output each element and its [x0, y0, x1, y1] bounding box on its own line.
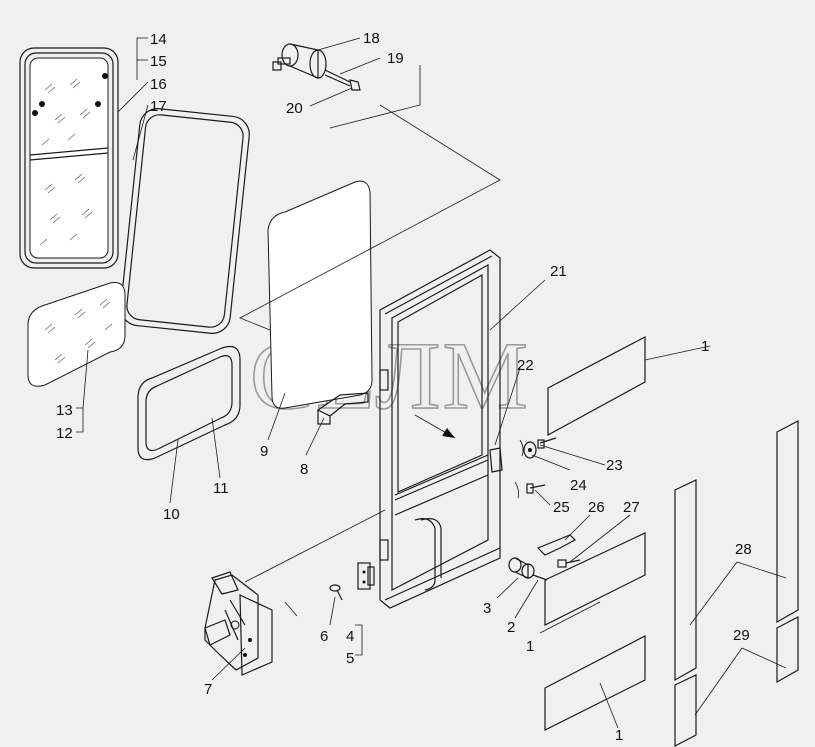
callout-4: 4 — [346, 628, 354, 645]
callout-26: 26 — [588, 499, 605, 516]
panel-28-left — [674, 479, 697, 682]
part-handle-8 — [316, 392, 369, 425]
panel-1-bottom — [544, 635, 646, 731]
bracket-lock — [329, 65, 421, 129]
part-door-frame — [379, 249, 503, 609]
callout-1-top: 1 — [701, 338, 709, 355]
part-small-seal — [137, 345, 241, 461]
part-window-frame — [19, 47, 119, 269]
callout-8: 8 — [300, 461, 308, 478]
callout-17: 17 — [150, 98, 167, 115]
callout-15: 15 — [150, 53, 167, 70]
part-lock-cylinder — [272, 43, 361, 91]
callout-18: 18 — [363, 30, 380, 47]
callout-27: 27 — [623, 499, 640, 516]
panel-1-top — [547, 336, 646, 437]
callout-labels: 14 15 16 17 18 19 20 21 22 23 24 25 26 2… — [56, 30, 752, 744]
callout-23: 23 — [606, 457, 623, 474]
guide-line-lock — [244, 509, 386, 583]
guide-line-glass — [239, 104, 501, 331]
panel-1-mid — [544, 532, 646, 626]
part-seal-17 — [120, 108, 250, 334]
panel-29-left — [674, 674, 697, 747]
callout-13: 13 — [56, 402, 73, 419]
part-hinge — [329, 562, 375, 601]
callout-1-bottom: 1 — [615, 727, 623, 744]
panel-29-right — [776, 616, 799, 684]
callout-22: 22 — [517, 357, 534, 374]
callout-12: 12 — [56, 425, 73, 442]
part-small-glass — [27, 282, 126, 387]
leader-lines — [76, 37, 787, 729]
callout-7: 7 — [204, 681, 212, 698]
callout-6: 6 — [320, 628, 328, 645]
callout-20: 20 — [286, 100, 303, 117]
callout-24: 24 — [570, 477, 587, 494]
callout-2: 2 — [507, 619, 515, 636]
callout-28: 28 — [735, 541, 752, 558]
callout-29: 29 — [733, 627, 750, 644]
part-lock-mechanism-7 — [204, 571, 273, 676]
guide-line-lock-b — [284, 601, 298, 617]
callout-25: 25 — [553, 499, 570, 516]
callout-9: 9 — [260, 443, 268, 460]
callout-3: 3 — [483, 600, 491, 617]
arrow-head — [442, 428, 455, 438]
callout-16: 16 — [150, 76, 167, 93]
callout-1-mid: 1 — [526, 638, 534, 655]
callout-21: 21 — [550, 263, 567, 280]
part-inner-handle — [536, 534, 581, 568]
panel-28-right — [776, 420, 799, 624]
part-glass-9 — [267, 180, 373, 409]
callout-11: 11 — [213, 480, 229, 497]
callout-14: 14 — [150, 31, 167, 48]
part-latch-3 — [508, 557, 548, 581]
part-trim-panels — [544, 336, 799, 747]
callout-5: 5 — [346, 650, 354, 667]
callout-10: 10 — [163, 506, 180, 523]
part-fasteners-top — [514, 437, 557, 499]
callout-19: 19 — [387, 50, 404, 67]
